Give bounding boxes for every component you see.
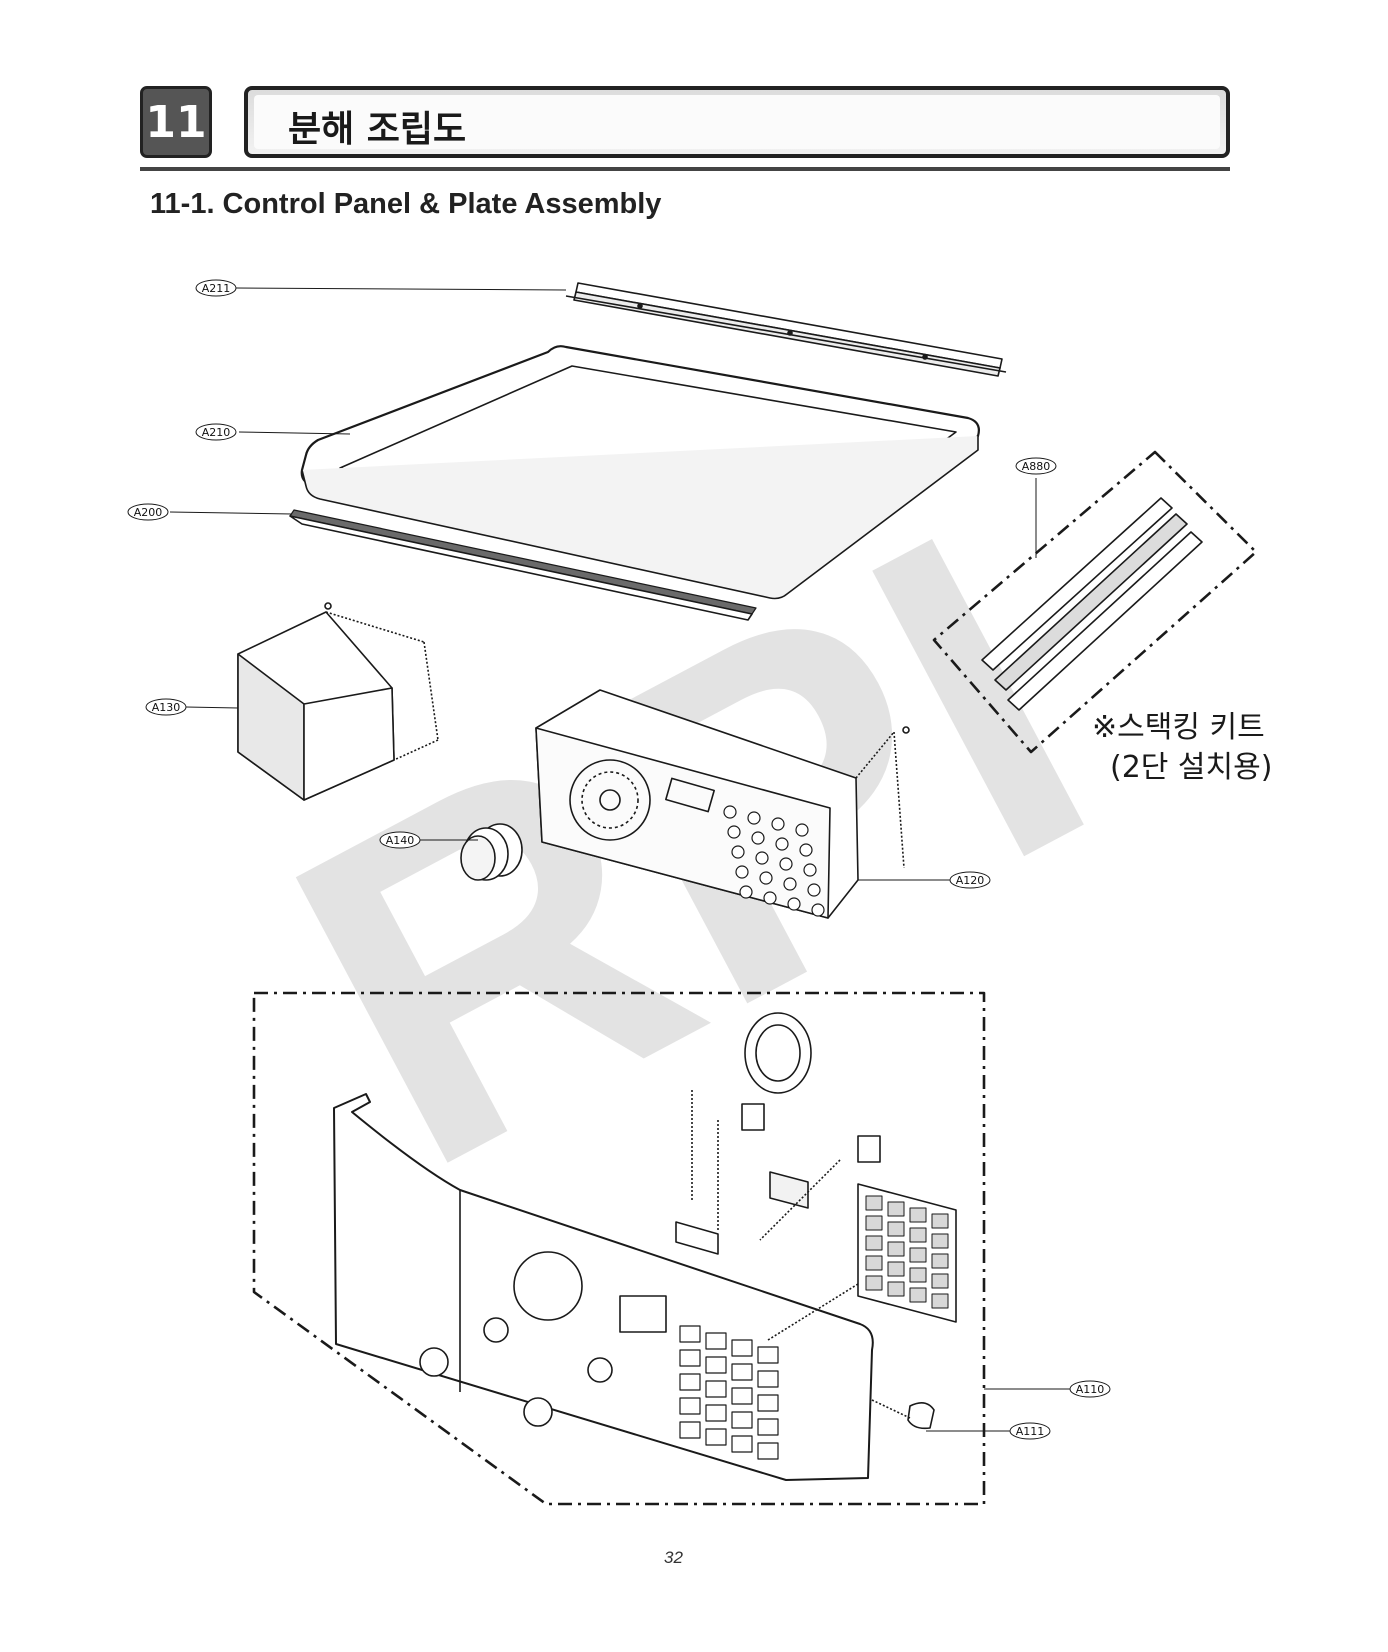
header-rule — [140, 167, 1230, 171]
part-label-text-a880: A880 — [1022, 460, 1051, 473]
part-label-a211: A211 — [195, 279, 237, 297]
part-label-a880: A880 — [1015, 457, 1057, 475]
top-plate-drawing — [300, 345, 980, 600]
part-label-a200: A200 — [127, 503, 169, 521]
part-label-text-a200: A200 — [134, 506, 163, 519]
front-panel-drawing — [252, 991, 986, 1506]
part-label-text-a111: A111 — [1016, 1425, 1045, 1438]
part-label-a120: A120 — [949, 871, 991, 889]
part-label-text-a120: A120 — [956, 874, 985, 887]
part-label-a210: A210 — [195, 423, 237, 441]
page-number: 32 — [664, 1548, 683, 1567]
stacking-kit-note-line1: ※스택킹 키트 — [1092, 710, 1265, 745]
chapter-title: 분해 조립도 — [288, 109, 467, 150]
control-board-drawing — [535, 689, 910, 919]
rear-rail-drawing — [565, 282, 1007, 377]
part-label-text-a140: A140 — [386, 834, 415, 847]
pcb-case-drawing — [237, 602, 439, 801]
front-trim-strip-drawing — [289, 509, 757, 621]
part-label-a140: A140 — [379, 831, 421, 849]
stacking-kit-note-line2: (2단 설치용) — [1110, 750, 1273, 785]
part-label-text-a130: A130 — [152, 701, 181, 714]
part-label-a111: A111 — [1009, 1422, 1051, 1440]
chapter-number-badge: 11 — [140, 86, 212, 158]
part-label-a110: A110 — [1069, 1380, 1111, 1398]
chapter-number: 11 — [145, 96, 207, 148]
section-title: 11-1. Control Panel & Plate Assembly — [150, 188, 662, 220]
part-label-a130: A130 — [145, 698, 187, 716]
knob-drawing — [460, 823, 523, 881]
part-label-text-a110: A110 — [1076, 1383, 1105, 1396]
chapter-title-box: 분해 조립도 — [244, 86, 1230, 158]
part-label-text-a211: A211 — [202, 282, 231, 295]
part-label-text-a210: A210 — [202, 426, 231, 439]
stacking-kit-drawing — [932, 450, 1258, 754]
